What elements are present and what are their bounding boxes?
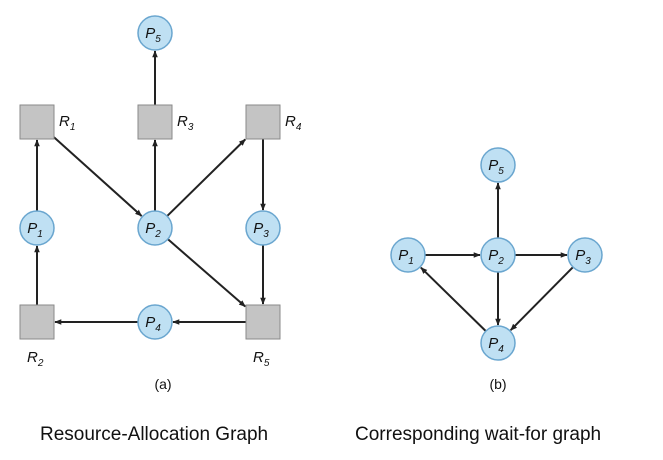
graph-a-process-p2 — [137, 210, 173, 246]
graph-a-resource-r5-label: R5 — [253, 349, 270, 369]
graph-a-resource-r2-label: R2 — [27, 349, 44, 369]
graph-a-process-p4 — [137, 304, 173, 340]
graph-a-edge-p2-to-r4 — [166, 138, 246, 217]
title-resource-allocation-graph: Resource-Allocation Graph — [40, 424, 269, 445]
graph-a-process-p3-label: P3 — [253, 220, 269, 240]
graph-a-process-p2-label: P2 — [145, 220, 161, 240]
graph-a-resource-r3 — [137, 104, 173, 140]
caption-b: (b) — [489, 376, 506, 392]
graph-b-process-p2-label: P2 — [488, 247, 504, 267]
graph-a-resource-r1-label: R1 — [59, 113, 75, 133]
graph-a-edges — [34, 50, 266, 325]
graph-b-process-p1-label: P1 — [398, 247, 414, 267]
graph-b-edge-p3-to-p4 — [509, 266, 574, 331]
graph-b-process-p5 — [480, 147, 516, 183]
graph-b-process-p4-label: P4 — [488, 335, 504, 355]
graph-a-resource-r4 — [245, 104, 281, 140]
title-wait-for-graph: Corresponding wait-for graph — [355, 424, 602, 445]
graph-a-resource-r2 — [19, 304, 55, 340]
graph-b-process-p4 — [480, 325, 516, 361]
graph-a-resource-r1 — [19, 104, 55, 140]
graph-a-resource-r5 — [245, 304, 281, 340]
graph-b-process-p1 — [390, 237, 426, 273]
graph-a-process-p3 — [245, 210, 281, 246]
graph-b-process-p2 — [480, 237, 516, 273]
graph-b-process-p5-label: P5 — [488, 157, 504, 177]
graph-a-edge-r1-to-p2 — [53, 136, 143, 217]
graph-b-edge-p4-to-p1 — [420, 266, 487, 332]
graph-a-process-p4-label: P4 — [145, 314, 161, 334]
graph-b-process-p3-label: P3 — [575, 247, 591, 267]
graph-a-resource-r3-label: R3 — [177, 113, 194, 133]
graph-a-process-p5-label: P5 — [145, 25, 161, 45]
caption-a: (a) — [154, 376, 171, 392]
graph-b-edges — [420, 182, 574, 332]
graph-a-edge-p2-to-r5 — [167, 238, 246, 308]
graph-b-process-p3 — [567, 237, 603, 273]
graph-a-process-p1-label: P1 — [27, 220, 43, 240]
graph-a-process-p5 — [137, 15, 173, 51]
graph-a-resource-r4-label: R4 — [285, 113, 302, 133]
graph-a-process-p1 — [19, 210, 55, 246]
